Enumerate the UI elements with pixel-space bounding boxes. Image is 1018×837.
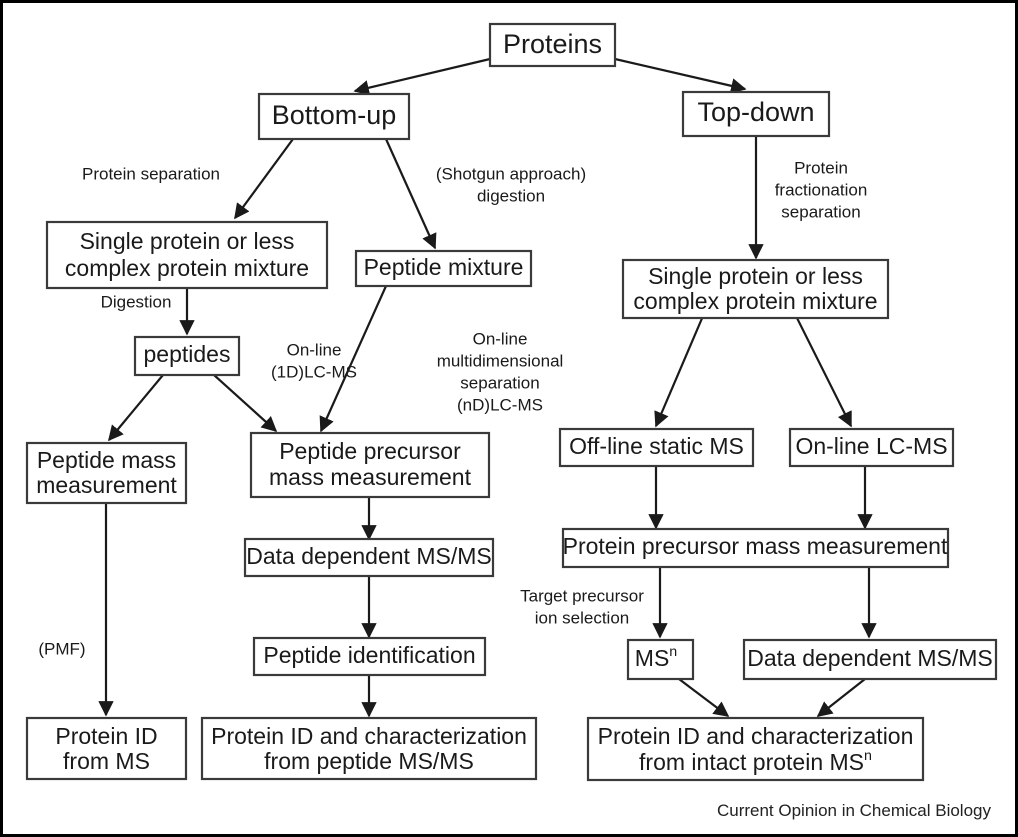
edge-labels-layer: Protein separation (Shotgun approach) di… xyxy=(38,158,867,658)
flowchart-svg: Protein separation (Shotgun approach) di… xyxy=(25,22,998,820)
edge-label-protein-fractionation-line2: fractionation xyxy=(775,180,868,199)
edge-label-pmf: (PMF) xyxy=(38,639,85,658)
node-peptide-identification[interactable]: Peptide identification xyxy=(252,636,487,677)
node-data-dependent-msms-bu-label: Data dependent MS/MS xyxy=(246,543,491,569)
node-bu-single-protein-line2: complex protein mixture xyxy=(65,255,309,281)
node-bottom-up-label: Bottom-up xyxy=(272,100,397,130)
node-data-dependent-msms-td-label: Data dependent MS/MS xyxy=(747,645,992,671)
edges-layer xyxy=(98,57,877,718)
edge-label-protein-fractionation-line3: separation xyxy=(781,202,860,221)
edge-label-target-precursor-line2: ion selection xyxy=(535,608,630,627)
node-peptide-mixture-label: Peptide mixture xyxy=(364,254,524,280)
edge-td-single-to-offline-static-ms xyxy=(654,315,705,428)
journal-credit: Current Opinion in Chemical Biology xyxy=(717,801,992,820)
node-online-lc-ms[interactable]: On-line LC-MS xyxy=(788,427,955,468)
node-data-dependent-msms-topdown[interactable]: Data dependent MS/MS xyxy=(742,638,998,681)
node-td-single-protein[interactable]: Single protein or less complex protein m… xyxy=(621,258,890,320)
node-ms-n[interactable]: MSn xyxy=(626,638,695,681)
edge-ddmsms-td-to-protein-id-char-intact xyxy=(816,678,866,717)
edge-label-online-1d-line1: On-line xyxy=(287,340,342,359)
edge-proteins-to-bottomup xyxy=(353,57,491,96)
edge-label-online-nd-line2: multidimensional xyxy=(437,351,564,370)
edge-label-shotgun-line2: digestion xyxy=(477,186,545,205)
node-peptides-label: peptides xyxy=(144,341,231,367)
node-peptide-mass-line1: Peptide mass xyxy=(37,447,176,473)
edge-proteins-to-topdown xyxy=(614,57,747,94)
node-proteins-label: Proteins xyxy=(503,29,602,59)
edge-label-online-nd-line3: separation xyxy=(460,373,539,392)
node-td-single-protein-line2: complex protein mixture xyxy=(633,288,877,314)
node-protein-id-char-intact-line2-base: from intact protein MS xyxy=(639,749,864,775)
node-peptides[interactable]: peptides xyxy=(133,335,241,377)
node-top-down-label: Top-down xyxy=(697,97,814,127)
node-peptide-mass-measurement[interactable]: Peptide mass measurement xyxy=(25,441,188,505)
node-protein-id-char-peptide-line1: Protein ID and characterization xyxy=(211,723,527,749)
node-peptide-mass-line2: measurement xyxy=(36,472,177,498)
edge-label-shotgun-line1: (Shotgun approach) xyxy=(436,164,586,183)
edge-label-online-1d-line2: (1D)LC-MS xyxy=(271,362,357,381)
node-protein-id-from-ms-line1: Protein ID xyxy=(55,723,157,749)
node-peptide-precursor-line1: Peptide precursor xyxy=(279,438,461,464)
node-peptide-identification-label: Peptide identification xyxy=(263,642,475,668)
node-protein-precursor-mass-label: Protein precursor mass measurement xyxy=(563,533,948,559)
edge-msn-to-protein-id-char-intact xyxy=(678,678,730,717)
node-proteins[interactable]: Proteins xyxy=(488,22,617,68)
node-top-down[interactable]: Top-down xyxy=(681,90,831,138)
edge-label-digestion: Digestion xyxy=(101,292,172,311)
edge-label-online-nd-line4: (nD)LC-MS xyxy=(457,395,543,414)
node-protein-id-char-peptide[interactable]: Protein ID and characterization from pep… xyxy=(200,716,538,781)
node-protein-id-char-intact-line2: from intact protein MSn xyxy=(639,748,872,775)
node-offline-static-ms[interactable]: Off-line static MS xyxy=(558,427,755,468)
node-online-lc-ms-label: On-line LC-MS xyxy=(795,433,947,459)
node-bu-single-protein[interactable]: Single protein or less complex protein m… xyxy=(45,220,329,290)
node-ms-n-superscript: n xyxy=(669,644,677,660)
node-peptide-precursor-mass[interactable]: Peptide precursor mass measurement xyxy=(249,431,491,499)
node-protein-id-from-ms[interactable]: Protein ID from MS xyxy=(25,716,188,781)
edge-bottomup-to-peptide-mixture xyxy=(384,138,437,250)
node-protein-id-from-ms-line2: from MS xyxy=(63,748,150,774)
node-td-single-protein-line1: Single protein or less xyxy=(648,263,863,289)
node-peptide-precursor-line2: mass measurement xyxy=(269,464,472,490)
edge-label-protein-separation: Protein separation xyxy=(82,164,220,183)
node-protein-id-char-intact-superscript: n xyxy=(864,748,872,764)
nodes-layer: Proteins Bottom-up Top-down Single prote… xyxy=(25,22,998,782)
node-protein-precursor-mass[interactable]: Protein precursor mass measurement xyxy=(561,527,950,569)
node-protein-id-char-intact[interactable]: Protein ID and characterization from int… xyxy=(586,716,925,782)
node-data-dependent-msms-bottomup[interactable]: Data dependent MS/MS xyxy=(243,537,495,578)
node-peptide-mixture[interactable]: Peptide mixture xyxy=(354,249,533,288)
edge-peptides-to-peptide-mass xyxy=(108,374,164,442)
node-ms-n-label: MSn xyxy=(635,644,677,671)
node-bu-single-protein-line1: Single protein or less xyxy=(80,228,295,254)
edge-td-single-to-online-lc-ms xyxy=(795,315,852,428)
edge-label-protein-fractionation-line1: Protein xyxy=(794,158,848,177)
node-ms-n-base: MS xyxy=(635,645,670,671)
edge-peptide-mixture-to-peptide-precursor xyxy=(319,285,388,433)
node-bottom-up[interactable]: Bottom-up xyxy=(257,92,411,141)
node-offline-static-ms-label: Off-line static MS xyxy=(569,433,744,459)
edge-label-target-precursor-line1: Target precursor xyxy=(520,586,644,605)
node-protein-id-char-intact-line1: Protein ID and characterization xyxy=(598,723,914,749)
edge-bottomup-to-single-protein xyxy=(234,138,294,220)
edge-label-online-nd-line1: On-line xyxy=(473,329,528,348)
edge-peptides-to-peptide-precursor xyxy=(213,374,278,433)
node-protein-id-char-peptide-line2: from peptide MS/MS xyxy=(264,748,474,774)
